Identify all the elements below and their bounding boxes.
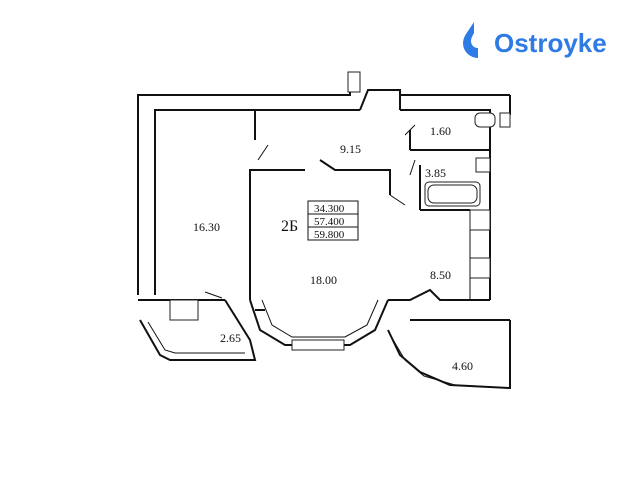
living-room-bay [249, 299, 389, 351]
balcony-door-small [169, 299, 199, 321]
brand-logo-icon [463, 22, 478, 58]
room-area-hall: 9.15 [340, 142, 361, 156]
room-area-toilet: 1.60 [430, 124, 451, 138]
room-area-loggia-large: 4.60 [452, 359, 473, 373]
brand-logo-text: Ostroyke [494, 28, 607, 58]
room-area-bathroom: 3.85 [425, 166, 446, 180]
total-area-with-balconies: 59.800 [314, 229, 345, 241]
lower-walls [138, 288, 490, 321]
loggia-small-outline [139, 299, 257, 361]
kitchen-stove [469, 257, 491, 279]
brand-logo: Ostroyke [463, 22, 607, 58]
room-area-kitchen: 8.50 [430, 268, 451, 282]
toilet-tank [499, 112, 511, 128]
living-area: 34.300 [314, 203, 345, 215]
total-area: 57.400 [314, 216, 345, 228]
loggia-large-outline [387, 319, 511, 390]
interior-walls [249, 110, 490, 311]
bathroom-sink [475, 157, 491, 173]
toilet [474, 112, 496, 128]
area-summary-box: 34.300 57.400 59.800 [307, 200, 359, 241]
room-area-living-room: 18.00 [310, 273, 337, 287]
kitchen-sink [469, 209, 491, 231]
room-area-bedroom: 16.30 [193, 220, 220, 234]
fixtures [347, 71, 511, 300]
room-area-loggia-small: 2.65 [220, 331, 241, 345]
ventilation-shaft [347, 71, 361, 93]
bathtub-inner [427, 184, 478, 204]
bay-window [291, 339, 345, 351]
apartment-code: 2Б [281, 218, 298, 235]
